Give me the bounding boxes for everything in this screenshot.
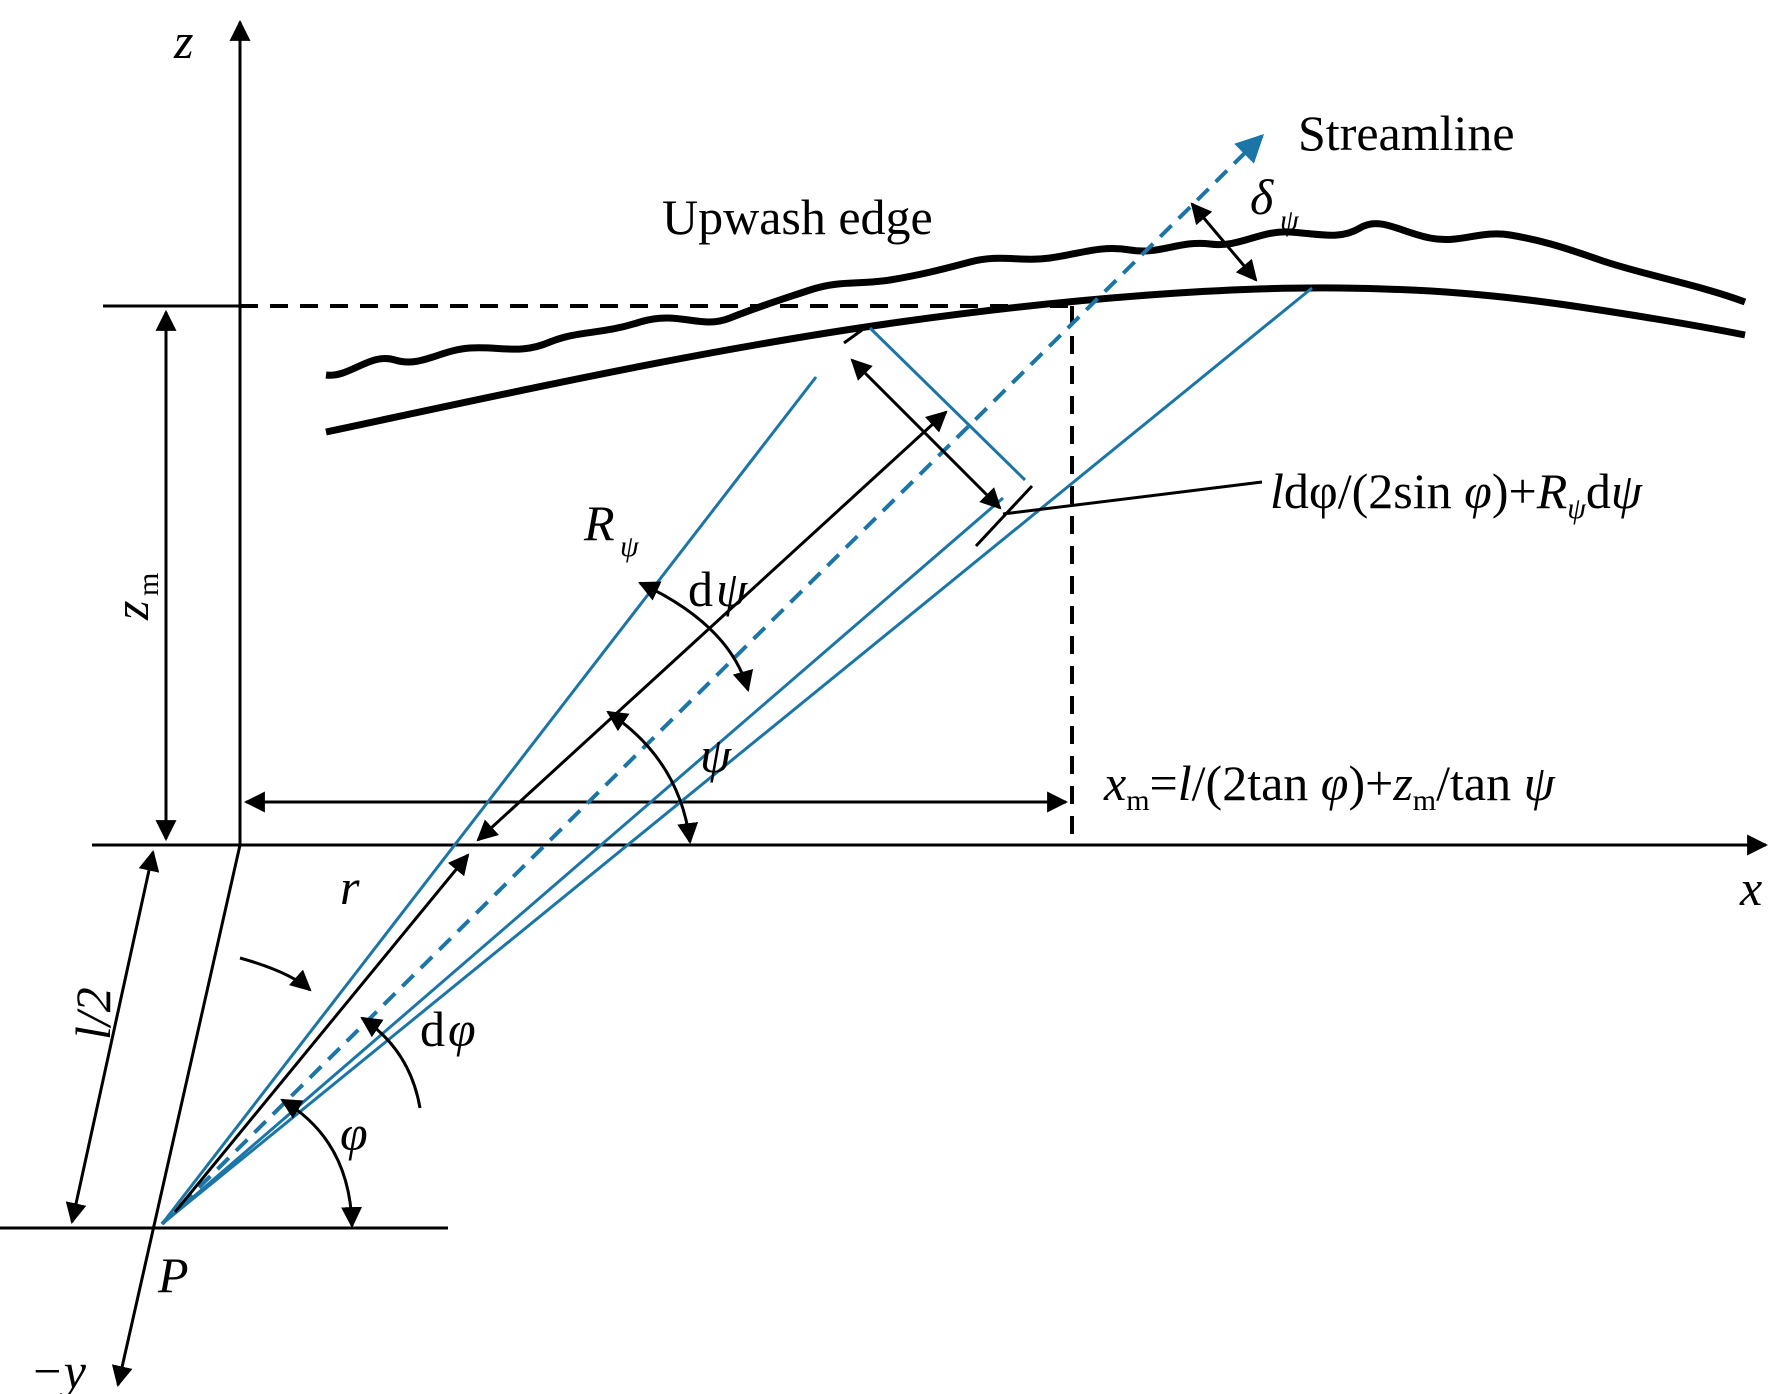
d-phi-label-d: d — [420, 1001, 445, 1057]
width-tick-left — [843, 328, 863, 345]
xm-formula-tan2: /tan — [1436, 755, 1523, 811]
ray-middle-boundary — [161, 496, 1004, 1226]
psi-label: ψ — [700, 727, 732, 783]
phi-label: φ — [340, 1105, 368, 1161]
zm-label: z m — [103, 573, 165, 621]
streamline-dashed-line — [160, 134, 1264, 1226]
xm-formula-eq: = — [1150, 755, 1178, 811]
upwash-edge-label: Upwash edge — [662, 189, 933, 245]
upwash-edge-wavy-line — [325, 220, 1747, 379]
delta-psi-subscript: ψ — [1280, 204, 1300, 237]
xm-formula-x: x — [1103, 755, 1126, 811]
width-formula-r-sub: ψ — [1567, 492, 1587, 525]
xm-formula-plus: )+ — [1348, 755, 1393, 811]
xm-formula-tan: /(2tan — [1192, 755, 1321, 811]
width-formula-plus: )+ — [1492, 463, 1537, 519]
width-formula-psi: ψ — [1611, 463, 1643, 519]
width-formula-d: d — [1586, 463, 1611, 519]
width-formula-l: l — [1270, 463, 1284, 519]
xm-formula-z-sub: m — [1413, 784, 1436, 817]
width-tick-right — [974, 484, 1034, 548]
upwash-edge-smooth-line — [325, 284, 1746, 436]
zm-label-main: z — [103, 601, 159, 621]
delta-psi-label: δ — [1250, 169, 1274, 225]
r-psi-subscript: ψ — [620, 530, 640, 563]
d-psi-label-psi: ψ — [716, 561, 748, 617]
neg-y-axis — [111, 844, 242, 1388]
half-l-label: l/2 — [65, 987, 121, 1040]
width-formula-r: R — [1536, 463, 1568, 519]
d-phi-angle-arc-2 — [360, 1016, 422, 1109]
xm-formula-l: l — [1178, 755, 1192, 811]
xm-formula-x-sub: m — [1126, 784, 1149, 817]
width-formula: ldφ/(2sin φ)+Rψdψ — [1270, 463, 1643, 525]
z-axis-label: z — [173, 13, 193, 69]
xm-formula-z: z — [1392, 755, 1412, 811]
x-axis-label: x — [1739, 860, 1762, 916]
r-label: r — [340, 859, 360, 915]
d-psi-angle-arc — [638, 581, 754, 693]
d-phi-label-phi: φ — [448, 1001, 476, 1057]
xm-formula-psi: ψ — [1524, 755, 1556, 811]
xm-formula: xm=l/(2tan φ)+zm/tan ψ — [1103, 755, 1556, 817]
d-phi-angle-arc — [239, 956, 312, 992]
r-psi-label: R — [583, 495, 615, 551]
width-formula-leader — [1002, 480, 1263, 516]
phi-angle-arc — [280, 1098, 363, 1229]
r-arrow — [173, 853, 470, 1213]
streamline-label: Streamline — [1298, 105, 1515, 161]
d-psi-label-d: d — [688, 561, 713, 617]
neg-y-axis-label: −y — [30, 1343, 87, 1394]
psi-angle-arc — [606, 710, 699, 845]
half-l-dimension-arrow — [65, 849, 160, 1225]
width-formula-dphi: dφ/(2sin — [1284, 463, 1464, 519]
xm-formula-phi: φ — [1321, 755, 1349, 811]
point-p-label: P — [157, 1247, 189, 1303]
delta-psi-arrow — [1190, 202, 1258, 282]
width-formula-phi: φ — [1464, 463, 1492, 519]
half-l-label-text: l/2 — [65, 987, 121, 1040]
zm-label-subscript: m — [132, 573, 165, 596]
width-dimension-arrow — [850, 358, 1002, 510]
